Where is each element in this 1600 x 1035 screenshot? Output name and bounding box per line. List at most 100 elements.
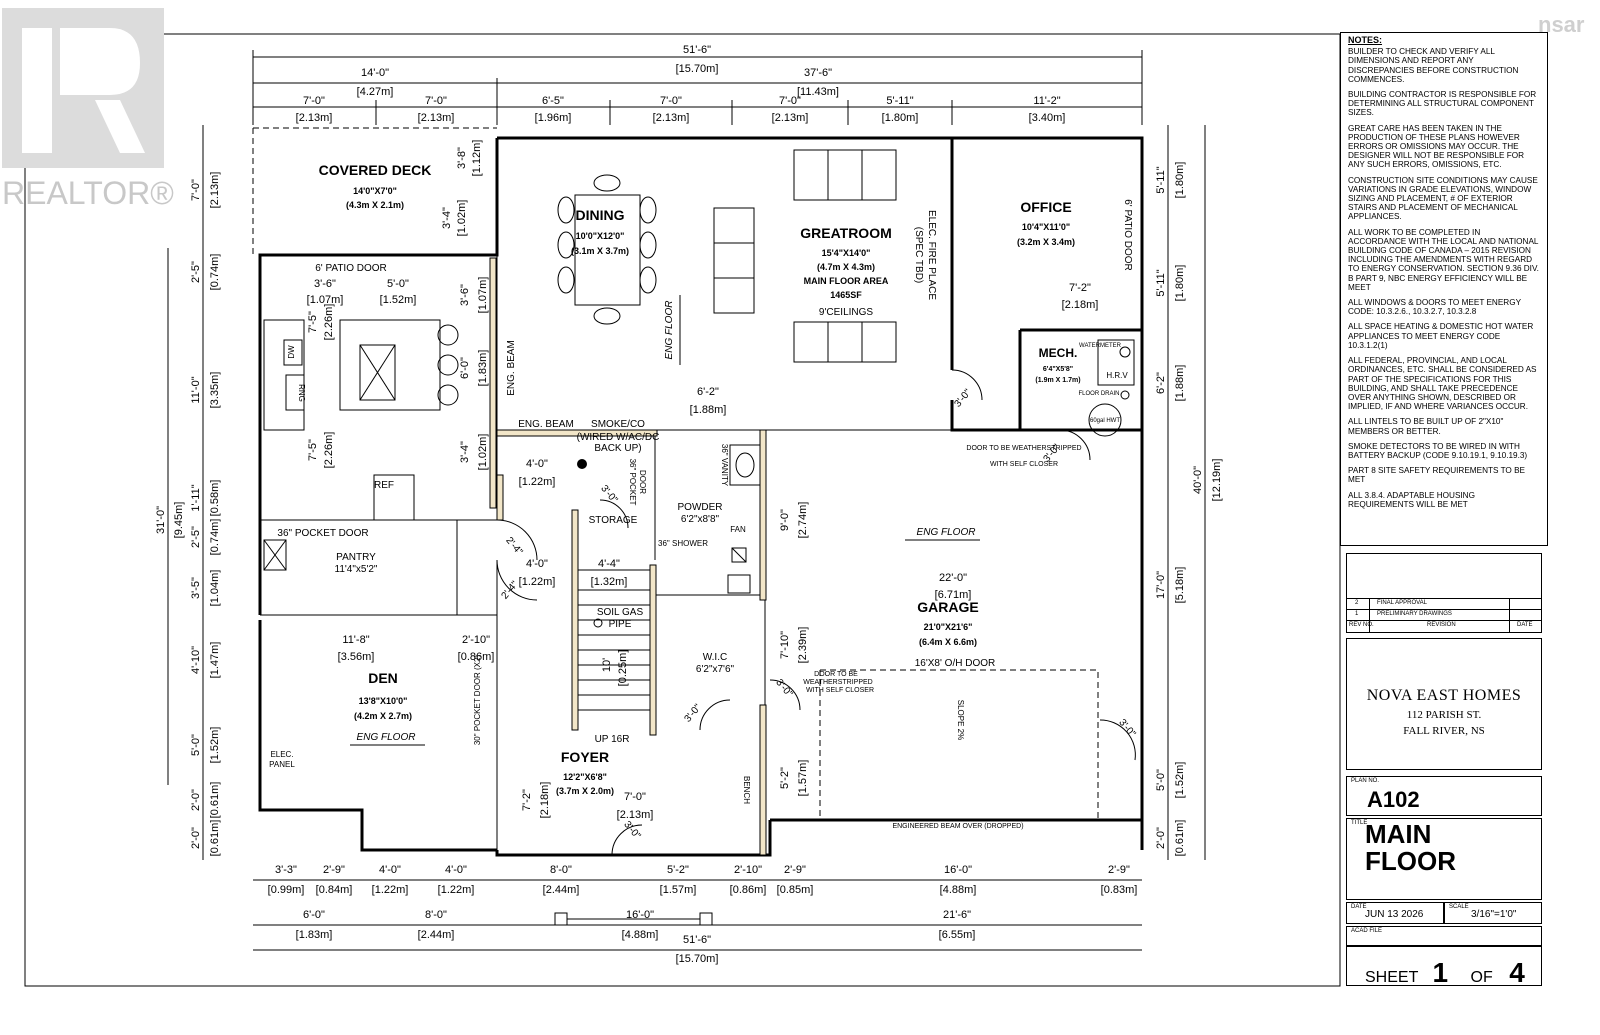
elec-panel-label: ELEC.	[270, 750, 293, 759]
smoke-label-2: (WIRED W/AC/DC	[577, 432, 660, 443]
bottom-dimensions: 3'-3" [0.99m] 2'-9" [0.84m] 4'-0" [1.22m…	[253, 864, 1142, 965]
dim-b2: 2'-9"	[323, 864, 345, 876]
svg-text:[2.26m]: [2.26m]	[323, 304, 335, 341]
dw-label: DW	[287, 345, 296, 359]
room-covered-deck-metric: (4.3m X 2.1m)	[346, 200, 404, 210]
dim-b10: 2'-9"	[1108, 864, 1130, 876]
dim-bot-total: 51'-6"	[683, 934, 711, 946]
room-wic-size: 6'2"x7'6"	[696, 664, 735, 675]
dim-b4: 4'-0"	[445, 864, 467, 876]
svg-text:[2.13m]: [2.13m]	[617, 809, 654, 821]
dim-t2-m: [2.13m]	[418, 112, 455, 124]
svg-text:5'-2": 5'-2"	[779, 767, 791, 789]
dim-b4-m: [1.22m]	[438, 884, 475, 896]
dim-t5-m: [2.13m]	[772, 112, 809, 124]
svg-text:[3.56m]: [3.56m]	[338, 651, 375, 663]
note-item: BUILDING CONTRACTOR IS RESPONSIBLE FOR D…	[1348, 90, 1537, 118]
svg-text:7'-0": 7'-0"	[624, 791, 646, 803]
note-item: PART 8 SITE SAFETY REQUIREMENTS TO BE ME…	[1348, 466, 1525, 485]
svg-text:3'-4": 3'-4"	[441, 207, 453, 229]
bench-label: BENCH	[742, 776, 751, 804]
svg-text:[2.26m]: [2.26m]	[323, 432, 335, 469]
dim-b10-m: [0.83m]	[1101, 884, 1138, 896]
dim-t1-m: [2.13m]	[296, 112, 333, 124]
pantry-pocket-door-label: 36" POCKET DOOR	[277, 528, 368, 539]
room-greatroom-size: 15'4"X14'0"	[822, 248, 871, 258]
dim-r3-m: [1.88m]	[1174, 365, 1186, 402]
dim-t3: 6'-5"	[542, 95, 564, 107]
svg-text:7'-2": 7'-2"	[1069, 282, 1091, 294]
dim-b3: 4'-0"	[379, 864, 401, 876]
rng-label: RNG	[297, 384, 306, 402]
eng-floor-garage: ENG FLOOR	[917, 527, 976, 538]
dim-t4: 7'-0"	[660, 95, 682, 107]
rev-desc: PRELIMINARY DRAWINGS	[1377, 611, 1452, 617]
greatroom-furniture	[713, 149, 897, 363]
dim-r4-m: [5.18m]	[1174, 567, 1186, 604]
eng-floor-den: ENG FLOOR	[357, 732, 416, 743]
beam-powder	[759, 429, 767, 601]
room-foyer: FOYER	[561, 749, 609, 765]
shower-label: 36" SHOWER	[658, 539, 708, 548]
room-office: OFFICE	[1020, 199, 1071, 215]
dim-r1-m: [1.80m]	[1174, 162, 1186, 199]
note-item: ALL LINTELS TO BE BUILT UP OF 2"X10" MEM…	[1348, 417, 1504, 436]
title-label: TITLE	[1351, 820, 1368, 826]
acad-block: ACAD FILE	[1346, 926, 1542, 946]
smoke-detector-icon	[577, 459, 587, 469]
dim-bA: 6'-0"	[303, 909, 325, 921]
drawing-title-line-2: FLOOR	[1365, 846, 1456, 876]
storage-label: STORAGE	[589, 515, 638, 526]
sheet-no: 1	[1432, 957, 1449, 988]
rev-no: 2	[1355, 600, 1359, 606]
door-storage: 3'-0"	[598, 483, 620, 506]
svg-text:6'-0": 6'-0"	[459, 357, 471, 379]
dim-l3-m: [3.35m]	[209, 372, 221, 409]
sheet-number: SHEET 1 OF 4	[1365, 957, 1525, 989]
notes-list: NOTES: BUILDER TO CHECK AND VERIFY ALL D…	[1348, 35, 1540, 515]
dim-t6: 5'-11"	[886, 95, 913, 107]
room-wic: W.I.C	[703, 652, 727, 663]
dim-l1: 7'-0"	[190, 179, 202, 201]
fireplace-spec-label: (SPEC TBD)	[913, 227, 924, 284]
dim-l7-m: [1.47m]	[209, 642, 221, 679]
dim-b2-m: [0.84m]	[316, 884, 353, 896]
office-patio-door-label: 6' PATIO DOOR	[1122, 199, 1133, 271]
svg-text:[1.02m]: [1.02m]	[477, 434, 489, 471]
svg-text:[0.86m]: [0.86m]	[458, 651, 495, 663]
dim-b7-m: [0.86m]	[730, 884, 767, 896]
dim-t7-m: [3.40m]	[1029, 112, 1066, 124]
room-powder-size: 6'2"x8'8"	[681, 514, 720, 525]
sheet-total: 4	[1509, 957, 1525, 988]
svg-text:[2.39m]: [2.39m]	[797, 627, 809, 664]
dim-b8-m: [0.85m]	[777, 884, 814, 896]
garage-overhead-door-outline	[820, 669, 1099, 820]
svg-text:[1.07m]: [1.07m]	[477, 277, 489, 314]
door-24-a: 2'-4"	[503, 535, 525, 558]
elec-panel-label-2: PANEL	[269, 760, 295, 769]
slope-label: SLOPE 2%	[956, 700, 965, 740]
room-mech-metric: (1.9m X 1.7m)	[1035, 377, 1080, 384]
svg-text:9'-0": 9'-0"	[779, 509, 791, 531]
dim-r1: 5'-11"	[1155, 166, 1167, 193]
acad-label: ACAD FILE	[1351, 928, 1383, 934]
dim-l2-m: [0.74m]	[209, 254, 221, 291]
room-foyer-metric: (3.7m X 2.0m)	[556, 786, 614, 796]
dim-l8-m: [1.52m]	[209, 727, 221, 764]
soil-gas-label: SOIL GAS	[597, 607, 644, 618]
note-item: ALL WINDOWS & DOORS TO MEET ENERGY CODE:…	[1348, 298, 1521, 317]
pocket-door-36-label-b: DOOR	[638, 470, 647, 494]
svg-text:[2.18m]: [2.18m]	[1062, 299, 1099, 311]
dim-t1: 7'-0"	[303, 95, 325, 107]
plan-number-block: PLAN NO. A102	[1346, 776, 1542, 816]
door-office: 3'-0"	[952, 387, 974, 410]
eng-floor-greatroom: ENG FLOOR	[664, 301, 675, 360]
pocket-door-36-label: 36" POCKET	[628, 459, 637, 506]
smoke-label-3: BACK UP)	[594, 443, 641, 454]
dim-b5: 8'-0"	[550, 864, 572, 876]
eng-beam-horizontal-label: ENG. BEAM	[518, 419, 574, 430]
svg-text:4'-4": 4'-4"	[598, 558, 620, 570]
svg-text:7'-10": 7'-10"	[779, 631, 791, 659]
beam-stair-left	[571, 509, 579, 731]
smoke-label: SMOKE/CO	[591, 419, 645, 430]
